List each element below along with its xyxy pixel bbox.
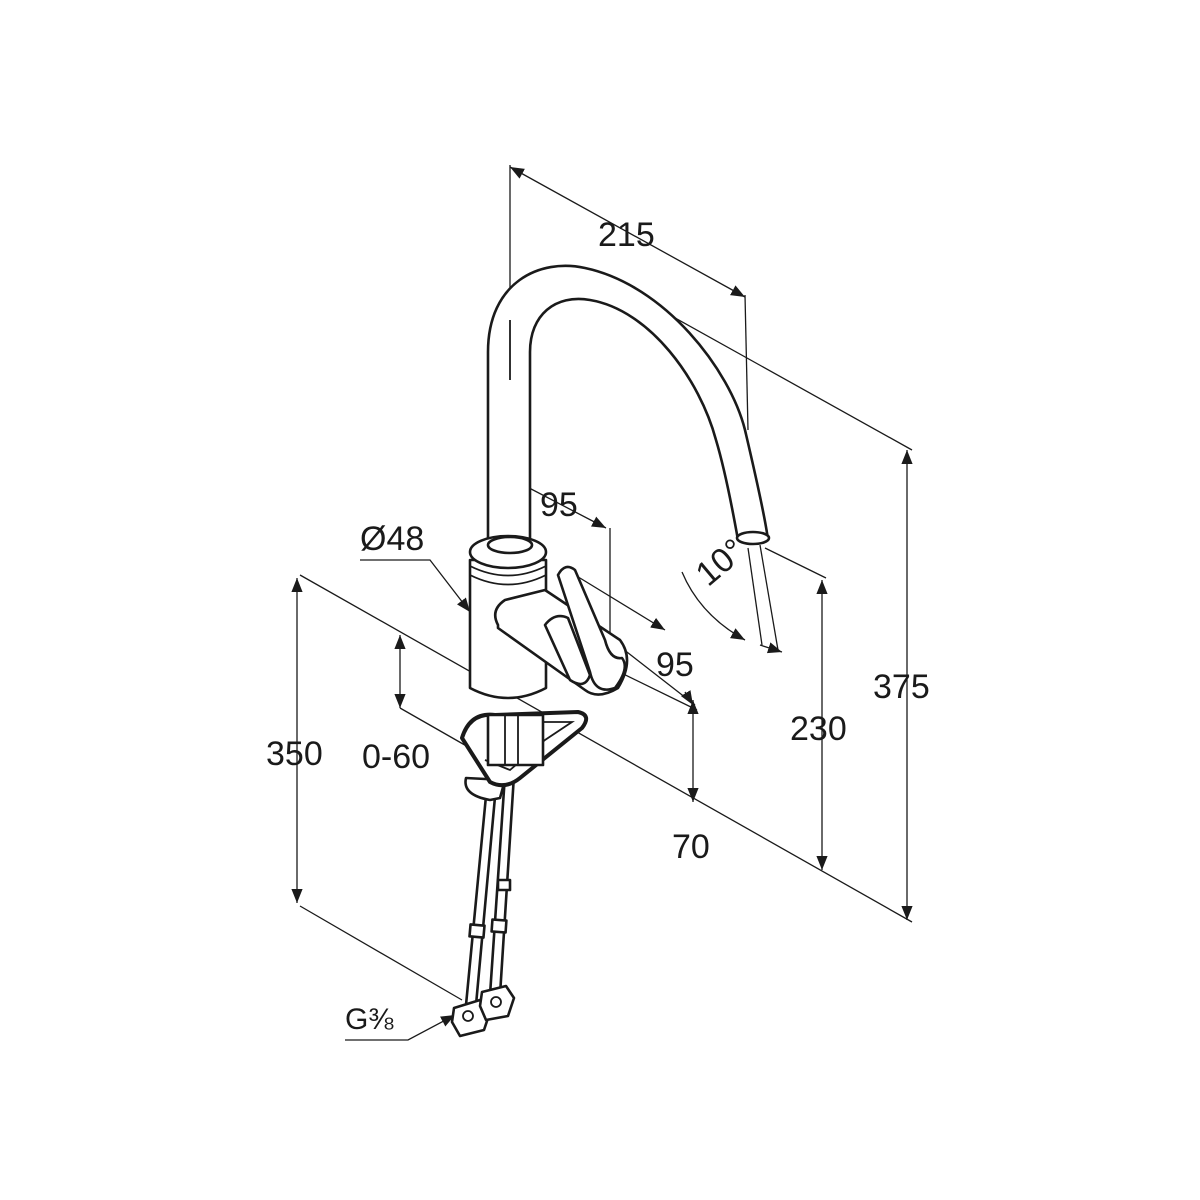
thread-leader bbox=[345, 1014, 456, 1041]
hose-nut-right bbox=[478, 984, 516, 1022]
dimension-0-60-lines bbox=[394, 635, 471, 749]
label-total-height: 375 bbox=[873, 668, 930, 706]
diameter-48-leader bbox=[360, 559, 471, 613]
spout bbox=[486, 264, 771, 550]
label-spout-offset: 95 bbox=[540, 486, 578, 524]
mounting-plate bbox=[460, 710, 589, 802]
dimension-350-lines bbox=[291, 578, 463, 1001]
angle-10-lines bbox=[681, 544, 783, 654]
label-spout-reach: 215 bbox=[598, 216, 655, 254]
label-outlet-height: 230 bbox=[790, 710, 847, 748]
dimension-230-lines bbox=[764, 547, 828, 870]
label-connection-thread: G⅜ bbox=[345, 1003, 394, 1036]
label-base-height: 70 bbox=[672, 828, 710, 866]
label-counter-thickness: 0-60 bbox=[362, 738, 431, 776]
lever-handle bbox=[493, 565, 629, 696]
supply-hoses bbox=[450, 773, 516, 1038]
dimension-375-lines bbox=[299, 289, 913, 923]
label-handle-reach: 95 bbox=[656, 646, 694, 684]
label-body-diameter: Ø48 bbox=[360, 520, 425, 558]
label-hose-length: 350 bbox=[266, 735, 323, 773]
